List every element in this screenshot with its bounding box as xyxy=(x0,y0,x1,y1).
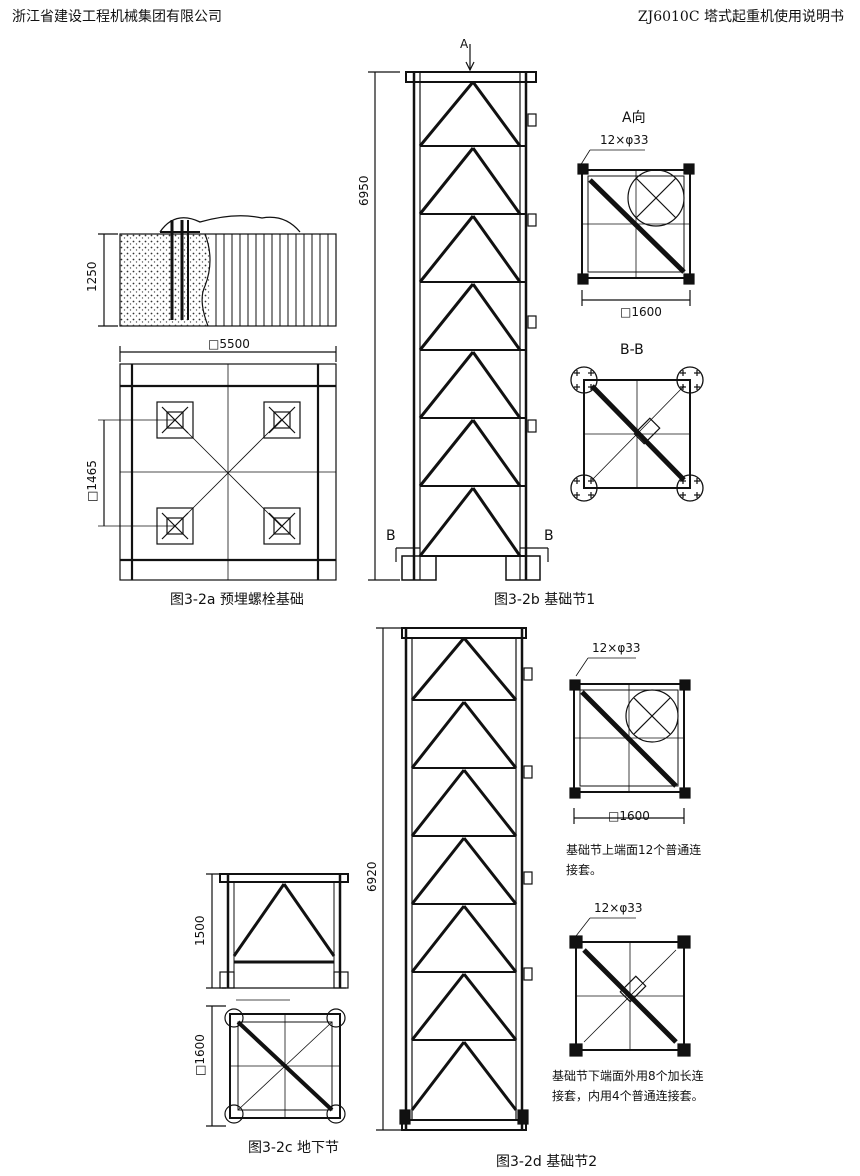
fig-b-section-bb xyxy=(570,366,704,502)
fig-a-plan-view xyxy=(98,346,337,581)
fig-d-top-size: □1600 xyxy=(608,809,650,823)
fig-d-height-dim: 6920 xyxy=(365,861,379,892)
fig-c-size-dim: □1600 xyxy=(193,1034,207,1076)
fig-b-section-right: B xyxy=(544,528,554,544)
fig-b-top-size: □1600 xyxy=(620,305,662,319)
fig-a-bolt-spacing-dim: □1465 xyxy=(85,460,99,502)
fig-b-view-a xyxy=(577,149,695,306)
fig-b-mast-elevation xyxy=(368,44,549,581)
fig-b-holes-label: 12×φ33 xyxy=(600,133,649,147)
manual-title: ZJ6010C 塔式起重机使用说明书 xyxy=(637,9,844,25)
fig-d-top-end-view xyxy=(569,657,691,824)
fig-a-width-dim: □5500 xyxy=(208,337,250,351)
fig-b-section-title: B-B xyxy=(620,342,644,358)
fig-d-note-top: 基础节上端面12个普通连接套。 xyxy=(566,843,702,877)
fig-a-section-view xyxy=(98,215,337,327)
fig-d-caption: 图3-2d 基础节2 xyxy=(496,1153,597,1170)
fig-c-height-dim: 1500 xyxy=(193,915,207,946)
fig-d-holes-label-bottom: 12×φ33 xyxy=(594,901,643,915)
fig-b-view-a-marker: A xyxy=(460,37,469,51)
fig-a-height-dim: 1250 xyxy=(85,261,99,292)
fig-d-bottom-end-view xyxy=(569,917,691,1057)
fig-a-caption: 图3-2a 预埋螺栓基础 xyxy=(170,591,304,608)
fig-c-caption: 图3-2c 地下节 xyxy=(248,1140,339,1156)
fig-b-view-a-title: A向 xyxy=(622,110,646,126)
company-name: 浙江省建设工程机械集团有限公司 xyxy=(12,9,222,25)
fig-d-holes-label-top: 12×φ33 xyxy=(592,641,641,655)
fig-b-height-dim: 6950 xyxy=(357,175,371,206)
fig-b-caption: 图3-2b 基础节1 xyxy=(494,591,595,608)
fig-d-mast-elevation xyxy=(376,627,533,1131)
fig-d-note-bottom: 基础节下端面外用8个加长连接套，内用4个普通连接套。 xyxy=(552,1069,704,1103)
fig-b-section-left: B xyxy=(386,528,396,544)
fig-c-elevation xyxy=(206,873,349,989)
fig-c-plan xyxy=(206,999,346,1127)
